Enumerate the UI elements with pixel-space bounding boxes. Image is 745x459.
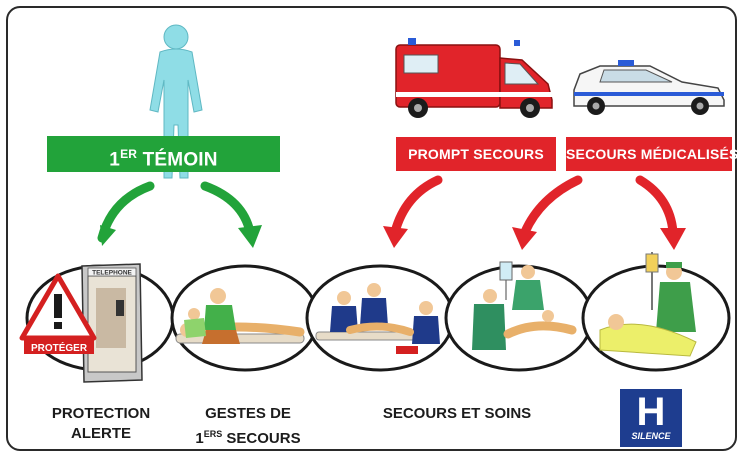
caption-gestes-line1: GESTES DE: [205, 405, 291, 422]
caption-gestes-line2: 1ERS SECOURS: [186, 424, 310, 449]
witness-number: 1: [109, 149, 121, 171]
caption-gestes: GESTES DE 1ERS SECOURS: [186, 404, 310, 449]
caption-protection: PROTECTION ALERTE: [46, 404, 156, 444]
rescue-arrows: [383, 175, 686, 250]
hospital-sign: H SILENCE: [620, 389, 682, 447]
arrow-to-gestes: [200, 181, 255, 237]
caption-secours-soins: SECOURS ET SOINS: [382, 405, 532, 422]
arrow-smur-to-soins: [520, 175, 583, 237]
ellipse-hospital: [581, 264, 731, 372]
hospital-bed-scene-icon: [599, 252, 697, 357]
caption-gestes-word: SECOURS: [226, 430, 301, 447]
hospital-silence-label: SILENCE: [631, 431, 671, 441]
witness-arrows: [97, 181, 262, 248]
fire-ambulance-icon: [395, 38, 553, 118]
first-aid-scene-icon: [175, 288, 305, 344]
caption-protection-line1: PROTECTION: [51, 405, 151, 422]
warning-triangle-icon: [19, 273, 97, 354]
warning-label: PROTÉGER: [31, 341, 88, 354]
hospital-letter: H: [636, 390, 666, 434]
medical-care-scene-icon: [472, 261, 577, 350]
phone-booth-sign: TELEPHONE: [92, 270, 132, 277]
prompt-secours-banner: PROMPT SECOURS: [396, 137, 556, 171]
secours-medicalises-banner: SECOURS MÉDICALISÉS: [566, 137, 738, 171]
arrow-smur-to-hospital: [635, 175, 678, 237]
witness-person-icon: [149, 24, 203, 179]
caption-protection-line2: ALERTE: [71, 425, 131, 442]
smur-car-icon: [573, 60, 725, 115]
caption-gestes-num: 1: [195, 430, 204, 447]
caption-gestes-sup: ERS: [203, 429, 223, 439]
witness-ordinal: ER: [120, 147, 138, 161]
arrow-prompt-to-secours: [390, 175, 443, 237]
witness-word: TÉMOIN: [142, 149, 218, 171]
rescue-scene-icon: [315, 283, 440, 354]
witness-banner: 1ER TÉMOIN: [47, 136, 280, 172]
phone-booth-icon: [81, 263, 143, 383]
